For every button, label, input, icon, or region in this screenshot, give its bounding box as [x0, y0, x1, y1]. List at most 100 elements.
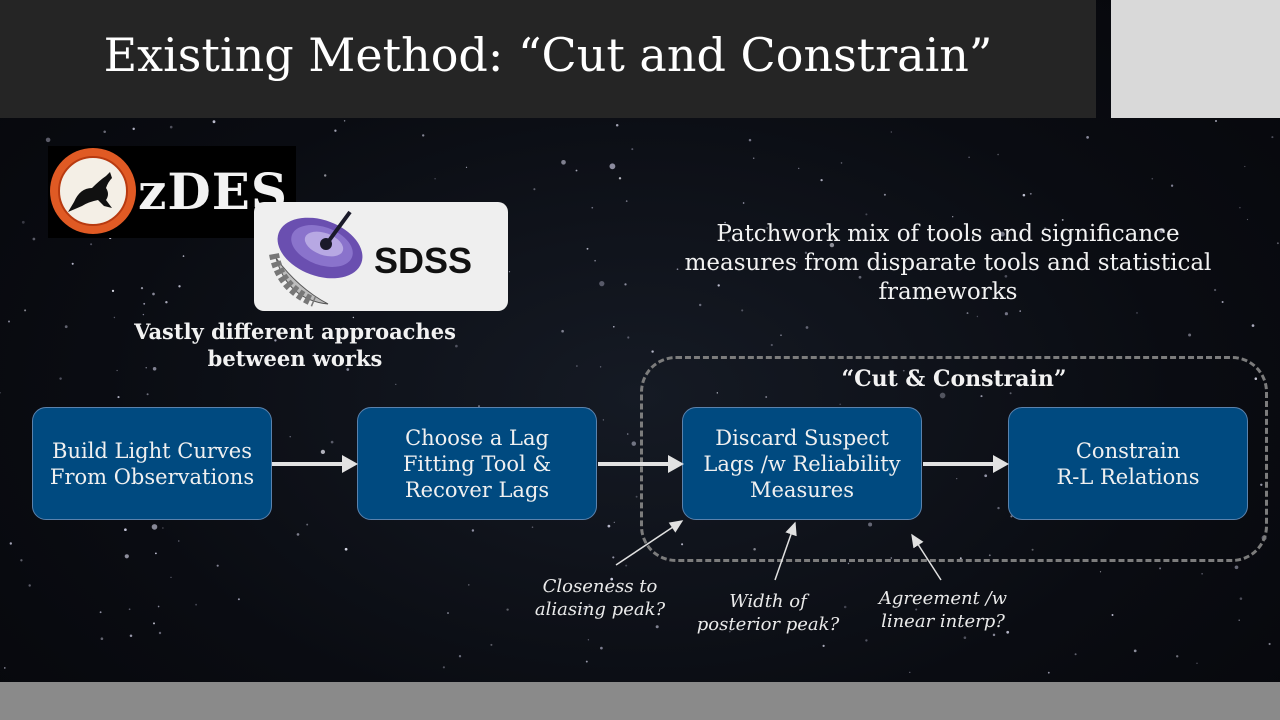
star — [607, 524, 611, 528]
star — [395, 383, 397, 386]
star — [455, 344, 458, 348]
step-label: Discard Suspect Lags /w Reliability Meas… — [703, 425, 901, 502]
footer-band — [0, 682, 1280, 720]
star — [1047, 671, 1050, 674]
star — [111, 289, 115, 293]
star — [966, 312, 969, 315]
star — [988, 554, 991, 557]
cut-and-constrain-group — [640, 356, 1268, 562]
star — [158, 631, 162, 635]
star — [999, 231, 1005, 237]
star — [890, 557, 893, 559]
star — [129, 634, 133, 638]
star — [1239, 597, 1243, 600]
star — [20, 559, 23, 562]
sdss-telescope-icon — [269, 210, 363, 307]
star — [1004, 312, 1008, 316]
question-linear-interp: Agreement /w linear interp? — [878, 588, 1008, 632]
star — [124, 554, 129, 559]
step-label: Constrain R-L Relations — [1056, 438, 1200, 489]
star — [313, 353, 317, 356]
star — [591, 206, 594, 209]
star — [681, 543, 684, 546]
star — [939, 392, 946, 399]
star — [992, 633, 996, 637]
question-aliasing: Closeness to aliasing peak? — [534, 576, 666, 620]
star — [153, 622, 155, 625]
star — [1006, 630, 1010, 634]
star — [323, 174, 327, 177]
star — [997, 506, 1000, 510]
star — [8, 320, 10, 323]
star — [143, 302, 146, 305]
annotation-arrow — [615, 520, 684, 566]
star — [1170, 184, 1174, 187]
star — [103, 130, 106, 134]
star — [610, 577, 614, 581]
star — [586, 247, 589, 250]
star — [165, 300, 168, 304]
star — [1260, 483, 1263, 486]
star — [1239, 206, 1241, 209]
star — [1176, 655, 1179, 658]
approaches-note: Vastly different approaches between work… — [134, 319, 456, 371]
sdss-logo: SDSS — [254, 202, 508, 311]
star — [1043, 227, 1047, 230]
star — [631, 148, 634, 151]
star — [902, 369, 905, 372]
star — [583, 607, 585, 610]
star — [575, 169, 578, 172]
star — [169, 125, 173, 129]
star — [1159, 567, 1162, 570]
star — [635, 495, 638, 498]
star — [959, 557, 962, 560]
star — [612, 556, 615, 559]
star — [613, 521, 615, 523]
star — [798, 167, 800, 170]
star — [724, 221, 726, 224]
star — [344, 547, 348, 551]
question-posterior: Width of posterior peak? — [696, 591, 840, 635]
star — [804, 251, 808, 254]
star — [599, 366, 602, 368]
star — [1196, 662, 1198, 664]
star — [531, 526, 534, 528]
star — [651, 350, 654, 353]
step-label: Build Light Curves From Observations — [49, 438, 255, 489]
step-label: Choose a Lag Fitting Tool & Recover Lags — [402, 425, 552, 502]
star — [587, 639, 590, 641]
star — [99, 611, 102, 614]
star — [274, 339, 277, 342]
star — [330, 440, 334, 444]
star — [1201, 572, 1203, 575]
star — [716, 392, 718, 394]
star — [1111, 614, 1114, 616]
star — [468, 584, 470, 586]
star — [561, 159, 566, 165]
star — [4, 667, 6, 669]
star — [741, 309, 744, 312]
star — [1213, 288, 1217, 292]
star — [490, 643, 493, 646]
star — [748, 138, 752, 142]
star — [0, 392, 1, 394]
star — [576, 365, 578, 367]
star — [458, 655, 462, 658]
star — [434, 177, 436, 180]
star — [1086, 136, 1089, 139]
step-discard-suspect-lags: Discard Suspect Lags /w Reliability Meas… — [682, 407, 922, 520]
star — [1221, 301, 1224, 303]
star — [766, 227, 768, 229]
star — [625, 200, 628, 202]
star — [609, 163, 616, 170]
star — [132, 127, 135, 131]
star — [976, 315, 979, 318]
corner-panel — [1111, 0, 1280, 118]
star — [883, 193, 886, 196]
star — [858, 275, 862, 279]
star — [28, 584, 31, 587]
star — [1159, 227, 1165, 234]
star — [1251, 324, 1255, 327]
star — [1271, 136, 1274, 139]
